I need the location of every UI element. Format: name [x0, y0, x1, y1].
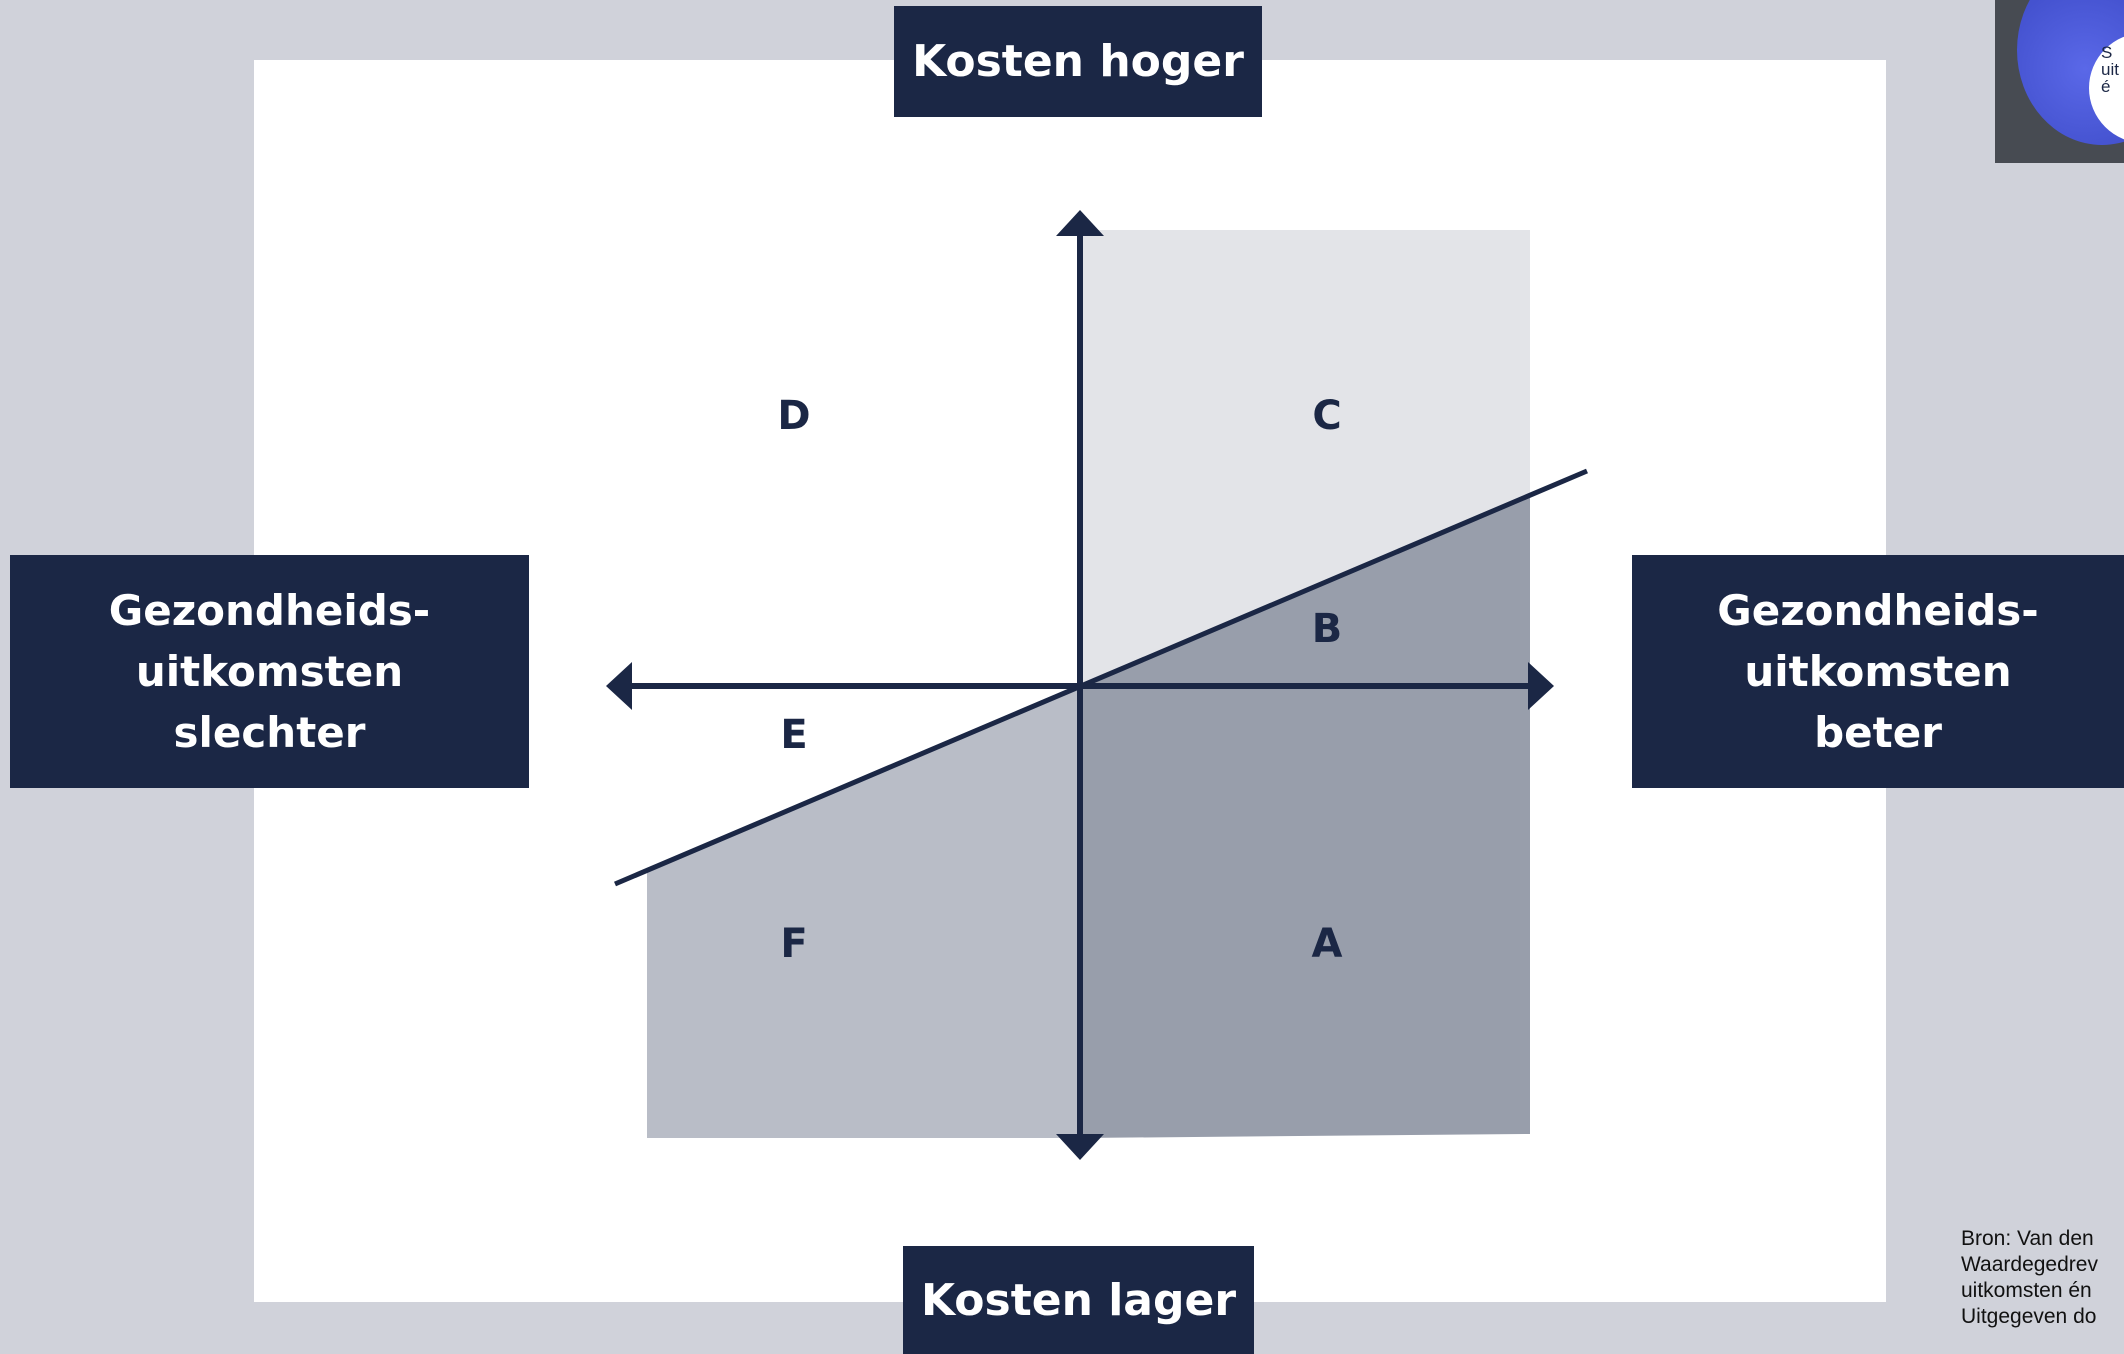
- logo-text: S uit é: [2101, 44, 2119, 95]
- region-a-b: [1080, 497, 1530, 1138]
- quadrant-label-a: A: [1311, 921, 1343, 967]
- health-outcomes-worse-label: Gezondheids- uitkomsten slechter: [10, 555, 529, 788]
- region-c: [1080, 230, 1530, 686]
- health-outcomes-better-label: Gezondheids- uitkomsten beter: [1632, 555, 2124, 788]
- costs-higher-text: Kosten hoger: [912, 36, 1244, 87]
- region-f-e: [647, 686, 1080, 1138]
- quadrant-label-c: C: [1312, 393, 1342, 439]
- x-axis-left-arrow: [606, 662, 632, 710]
- logo: S uit é: [1995, 0, 2124, 163]
- quadrant-label-d: D: [777, 393, 811, 439]
- y-axis-down-arrow: [1056, 1134, 1104, 1160]
- x-axis-right-arrow: [1528, 662, 1554, 710]
- health-outcomes-better-text: Gezondheids- uitkomsten beter: [1717, 586, 2039, 757]
- y-axis-up-arrow: [1056, 210, 1104, 236]
- threshold-line: [614, 468, 1588, 887]
- quadrant-label-f: F: [780, 921, 808, 967]
- costs-lower-text: Kosten lager: [920, 1274, 1237, 1326]
- quadrant-label-e: E: [780, 712, 808, 758]
- costs-higher-label: Kosten hoger: [894, 6, 1262, 117]
- quadrant-label-b: B: [1311, 606, 1343, 652]
- health-outcomes-worse-text: Gezondheids- uitkomsten slechter: [108, 586, 431, 757]
- source-note: Bron: Van den Waardegedrev uitkomsten én…: [1961, 1227, 2098, 1328]
- costs-lower-label: Kosten lager: [903, 1246, 1254, 1354]
